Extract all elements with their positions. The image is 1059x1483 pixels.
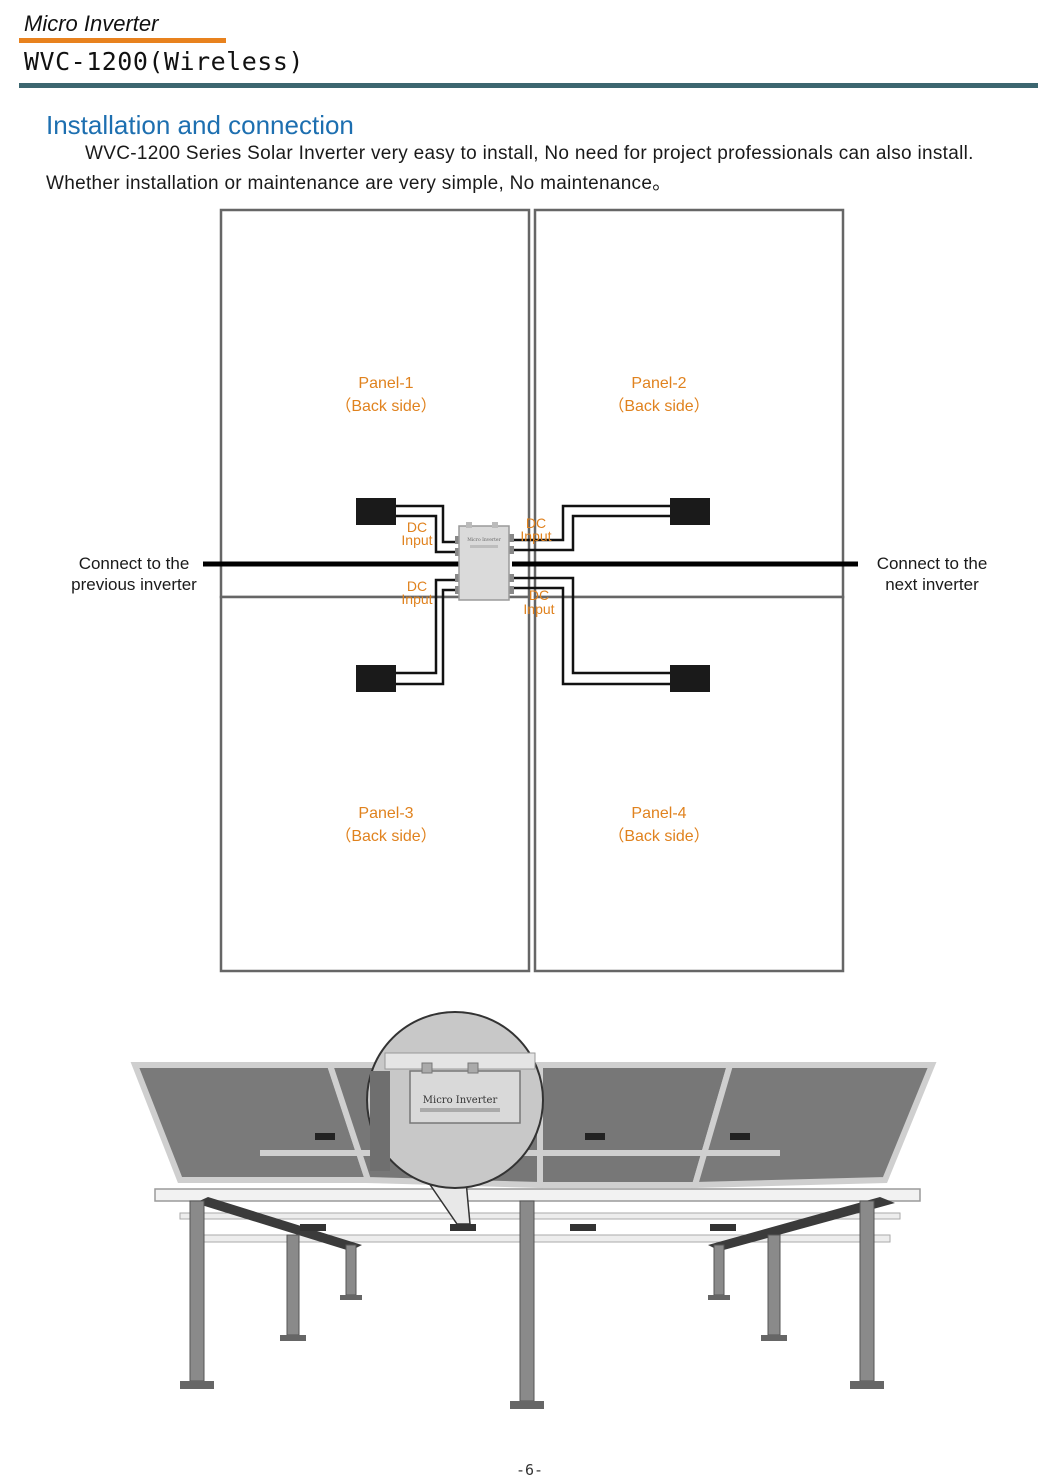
panel-3-side: （Back side） xyxy=(335,827,436,845)
connect-next-line2: next inverter xyxy=(885,575,979,594)
dc-input-4-line2: Input xyxy=(523,601,554,617)
dc-input-2-line2: Input xyxy=(520,528,551,544)
dc-cable-4a xyxy=(512,576,670,675)
dc-cable-2b xyxy=(512,514,670,552)
header-brand: Micro Inverter xyxy=(24,11,159,36)
connect-previous-line2: previous inverter xyxy=(71,575,197,594)
panel-4-outline xyxy=(533,595,845,973)
connect-previous-label: Connect to the previous inverter xyxy=(58,553,210,595)
support-leg-5 xyxy=(345,1244,357,1296)
panel-3-outline xyxy=(219,595,531,973)
dc-cable-4b xyxy=(512,586,670,686)
header-model: WVC-1200(Wireless) xyxy=(24,47,304,76)
support-leg-4 xyxy=(286,1234,300,1336)
magnified-inverter xyxy=(409,1070,521,1124)
connect-previous-line1: Connect to the xyxy=(78,554,190,573)
junction-box-3 xyxy=(356,665,396,692)
junction-box-4 xyxy=(670,665,710,692)
connect-next-line1: Connect to the xyxy=(876,554,988,573)
section-title: Installation and connection xyxy=(46,110,354,140)
panel-1-name: Panel-1 xyxy=(358,375,413,392)
intro-paragraph: WVC-1200 Series Solar Inverter very easy… xyxy=(46,143,974,194)
dc-input-1-line1: DC xyxy=(407,519,427,535)
magnified-inverter-label: Micro Inverter xyxy=(423,1095,498,1106)
array-panel-right xyxy=(690,1062,937,1189)
header-accent-bar xyxy=(19,38,226,43)
panel-4-name: Panel-4 xyxy=(631,805,686,822)
dc-cable-1a xyxy=(396,504,458,544)
panel-2-side: （Back side） xyxy=(608,397,709,415)
dc-input-3-line1: DC xyxy=(407,578,427,594)
dc-input-2-line1: DC xyxy=(526,515,546,531)
support-leg-1 xyxy=(189,1200,205,1382)
panel-3-name: Panel-3 xyxy=(358,805,413,822)
support-leg-3 xyxy=(859,1200,875,1382)
support-leg-2 xyxy=(519,1200,535,1402)
installation-illustration: Micro Inverter xyxy=(120,1005,950,1435)
dc-input-1-line2: Input xyxy=(401,532,432,548)
dc-input-4-line1: DC xyxy=(529,587,549,603)
dc-cable-3a xyxy=(396,578,458,675)
dc-input-3-line2: Input xyxy=(401,591,432,607)
header-divider xyxy=(19,83,1038,88)
wiring-diagram: Panel-1 （Back side） Panel-2 （Back side） … xyxy=(0,200,1059,980)
dc-cable-2a xyxy=(512,504,670,542)
junction-box-1 xyxy=(356,498,396,525)
panel-2-name: Panel-2 xyxy=(631,375,686,392)
wiring-diagram-svg: Panel-1 （Back side） Panel-2 （Back side） … xyxy=(203,208,858,973)
junction-box-2 xyxy=(670,498,710,525)
panel-4-side: （Back side） xyxy=(608,827,709,845)
panel-2-outline xyxy=(533,208,845,599)
back-rail xyxy=(179,1212,901,1220)
front-rail xyxy=(154,1188,921,1202)
support-leg-7 xyxy=(767,1234,781,1336)
dc-cable-1b xyxy=(396,514,458,554)
dc-cable-3b xyxy=(396,588,458,686)
micro-inverter-unit: Micro Inverter xyxy=(455,522,514,601)
panel-1-side: （Back side） xyxy=(335,397,436,415)
installation-illustration-svg: Micro Inverter xyxy=(130,1011,937,1409)
connect-next-label: Connect to the next inverter xyxy=(856,553,1008,595)
page-number: -6- xyxy=(515,1461,544,1479)
support-leg-6 xyxy=(713,1244,725,1296)
inverter-body-label: Micro Inverter xyxy=(467,537,501,543)
